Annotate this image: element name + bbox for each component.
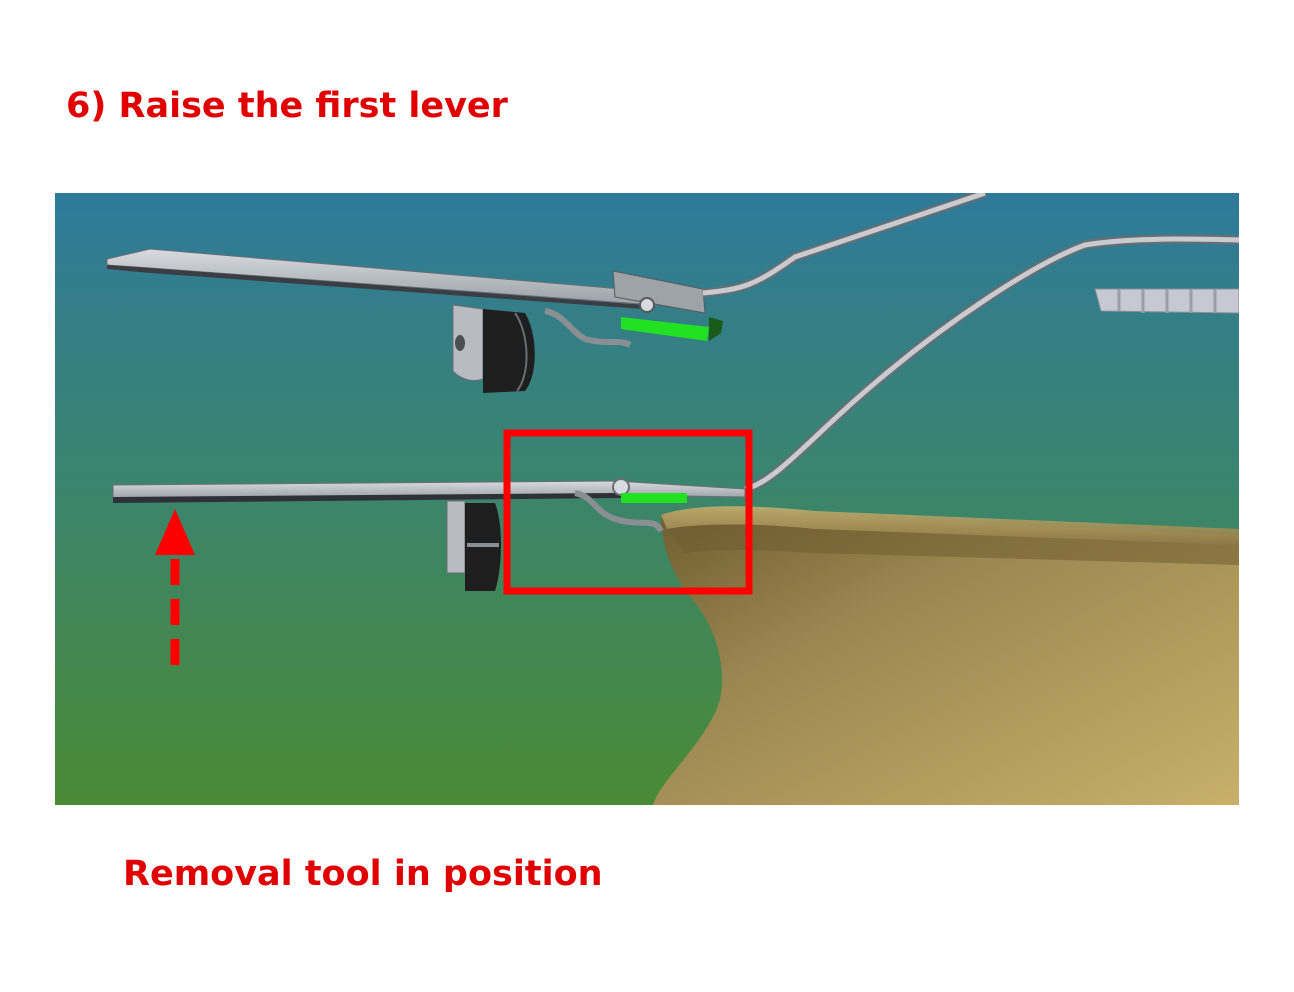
slide-title: 6) Raise the first lever bbox=[66, 86, 508, 126]
figure-caption: Removal tool in position bbox=[123, 854, 603, 894]
gear-fragment bbox=[1094, 288, 1239, 314]
lower-pivot-icon bbox=[612, 478, 630, 496]
highlight-box bbox=[503, 429, 753, 595]
first-lever-raised bbox=[106, 193, 987, 393]
lower-bushing bbox=[446, 500, 501, 591]
lever-diagram bbox=[55, 193, 1239, 805]
lever-diagram-svg bbox=[55, 193, 1239, 805]
lower-green-pad bbox=[621, 493, 687, 503]
up-arrow-icon bbox=[155, 509, 195, 665]
upper-green-pad bbox=[621, 317, 709, 341]
first-lever-lower bbox=[112, 478, 746, 591]
wheel-rim bbox=[653, 506, 1239, 805]
upper-bushing bbox=[452, 304, 535, 393]
upper-pivot-icon bbox=[639, 297, 655, 313]
